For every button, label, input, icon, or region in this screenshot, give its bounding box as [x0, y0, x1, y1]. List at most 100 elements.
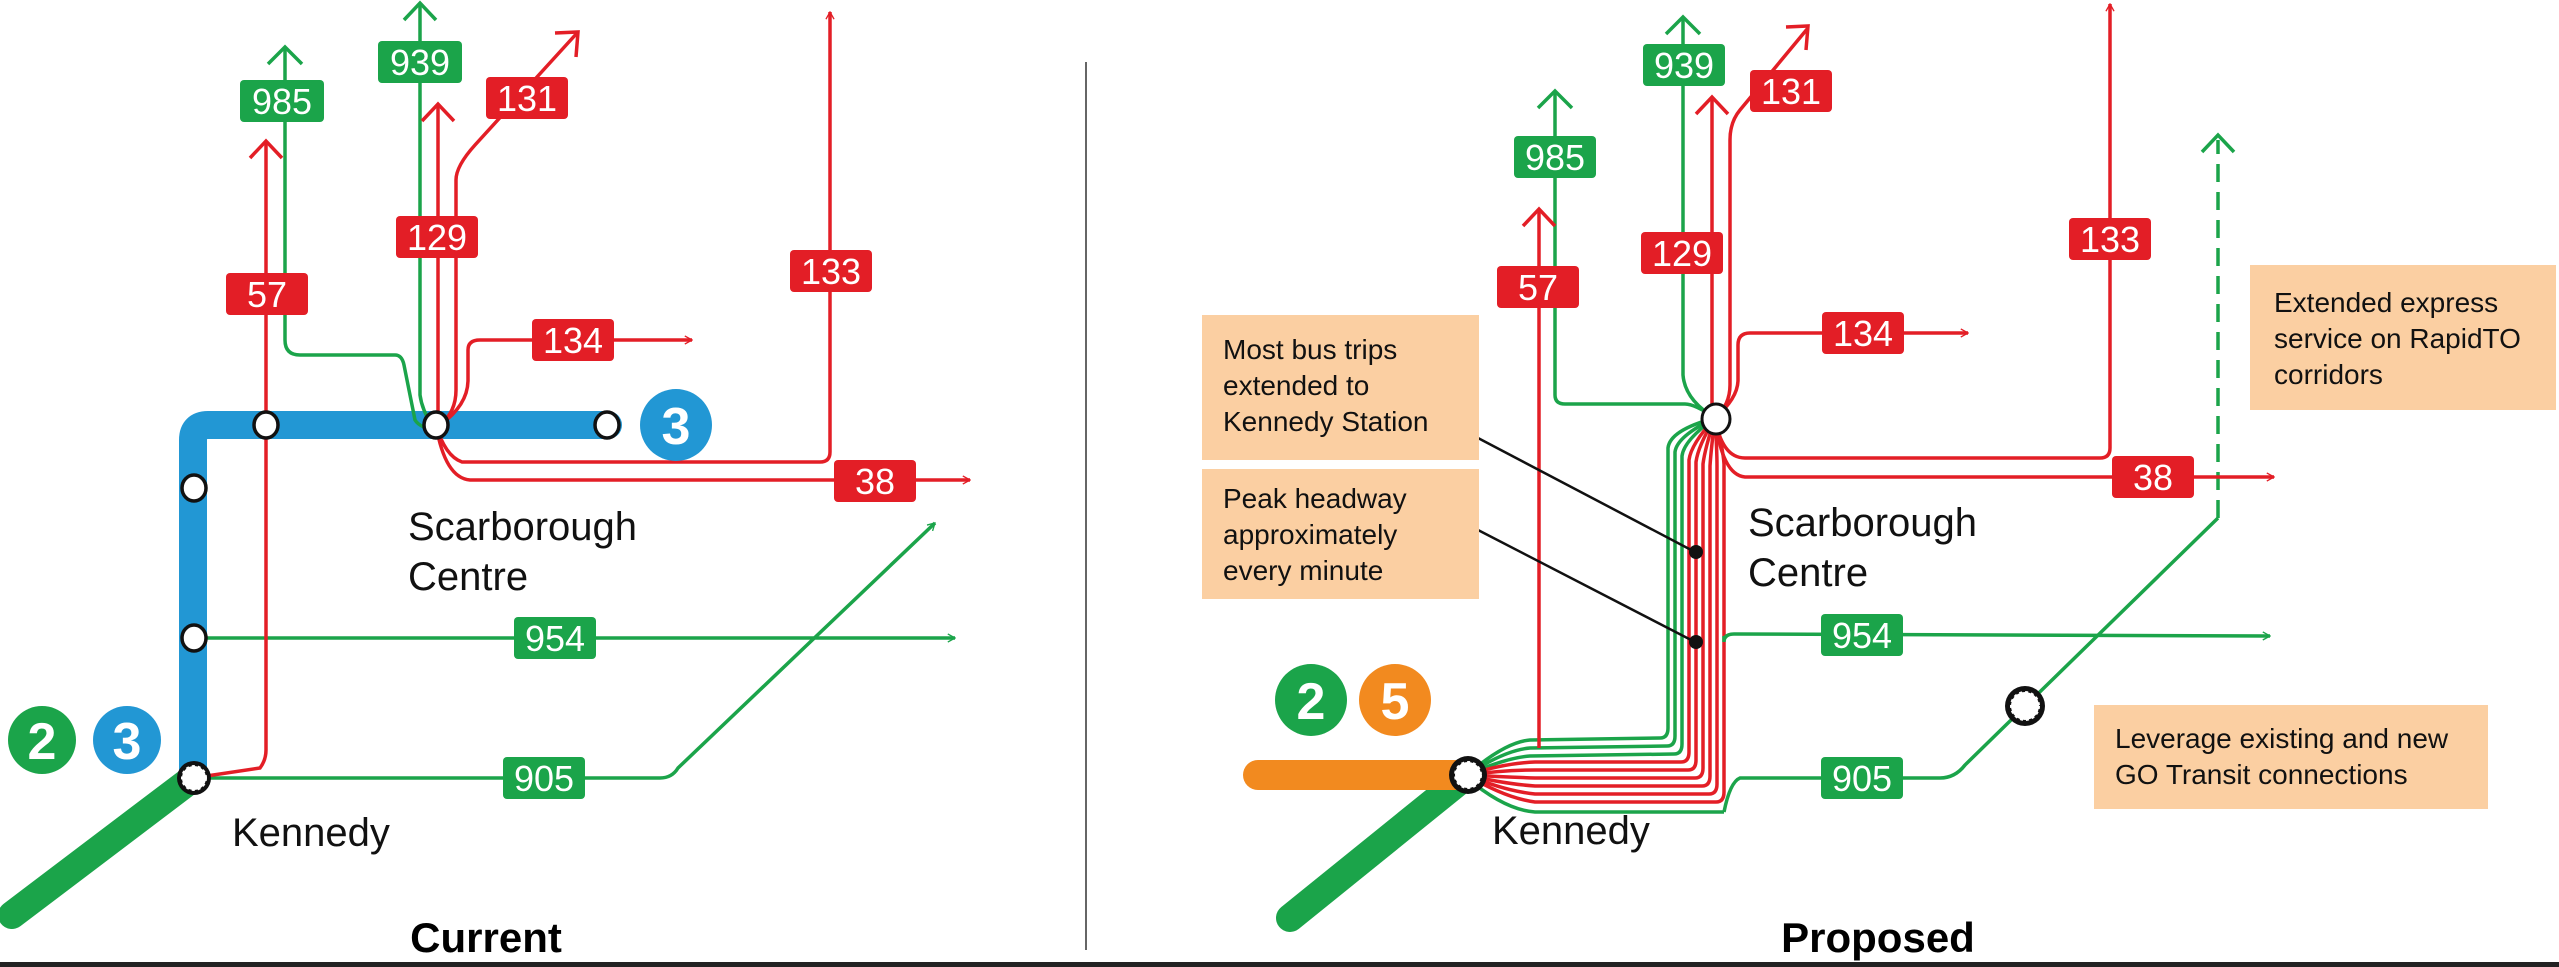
- route-label-954[interactable]: 954: [1821, 614, 1903, 656]
- route-label-905[interactable]: 905: [503, 757, 585, 799]
- route-label-939[interactable]: 939: [378, 41, 462, 83]
- route-number: 131: [497, 78, 557, 119]
- route-label-133[interactable]: 133: [790, 250, 872, 292]
- route-number: 954: [525, 618, 585, 659]
- route-label-939[interactable]: 939: [1643, 44, 1725, 86]
- route-label-38[interactable]: 38: [2112, 456, 2194, 498]
- route-label-57[interactable]: 57: [1497, 266, 1579, 308]
- route-57-current-path: [192, 142, 268, 780]
- arrow-up-icon: [266, 44, 304, 66]
- note-line: Extended express: [2274, 287, 2498, 318]
- note-line: every minute: [1223, 555, 1383, 586]
- route-905-current-path: [193, 521, 937, 780]
- note-line: corridors: [2274, 359, 2383, 390]
- route-number: 133: [801, 251, 861, 292]
- route-985-current-path: [283, 48, 437, 432]
- route-label-985[interactable]: 985: [1514, 136, 1596, 178]
- note-line: service on RapidTO: [2274, 323, 2521, 354]
- arrow-diagonal-icon: [1785, 24, 1810, 51]
- station-marker-scarborough-centre[interactable]: [422, 410, 450, 440]
- interchange-station-kennedy-proposed[interactable]: [1449, 756, 1487, 794]
- panel-title-proposed: Proposed: [1781, 914, 1975, 961]
- line-badge-2: 2: [1275, 664, 1347, 736]
- route-number: 57: [247, 274, 287, 315]
- place-label-scarborough: Scarborough: [1748, 501, 1977, 545]
- route-label-129[interactable]: 129: [1641, 232, 1723, 274]
- arrow-up-icon: [1694, 94, 1730, 116]
- route-label-57[interactable]: 57: [226, 273, 308, 315]
- arrow-up-icon: [402, 0, 438, 22]
- station-marker[interactable]: [593, 410, 621, 440]
- callout-leader-line: [1477, 528, 1696, 644]
- place-label-scarborough: Scarborough: [408, 505, 637, 549]
- route-number: 985: [1525, 137, 1585, 178]
- note-peak-headway: Peak headway approximately every minute: [1202, 469, 1479, 599]
- route-number: 133: [2080, 219, 2140, 260]
- badge-number: 5: [1381, 673, 1410, 731]
- line3-srt-current: [179, 411, 622, 792]
- interchange-station-kennedy-current[interactable]: [177, 761, 211, 795]
- route-label-133[interactable]: 133: [2069, 218, 2151, 260]
- proposed-panel: 939 131 985 129 57 133 134 38: [1202, 4, 2556, 961]
- line-badge-3-terminus: 3: [640, 389, 712, 461]
- route-905-proposed-path: [1722, 516, 2220, 813]
- station-marker-scarborough-centre[interactable]: [1700, 402, 1732, 436]
- route-label-129[interactable]: 129: [396, 216, 478, 258]
- route-number: 939: [390, 42, 450, 83]
- arrow-diagonal-icon: [554, 30, 580, 58]
- line2-subway-current: [0, 764, 207, 929]
- route-number: 905: [1832, 758, 1892, 799]
- station-marker[interactable]: [252, 410, 280, 440]
- station-marker[interactable]: [180, 623, 208, 653]
- route-133-current-path: [434, 12, 830, 464]
- note-line: extended to: [1223, 370, 1369, 401]
- route-label-954[interactable]: 954: [514, 617, 596, 659]
- route-number: 134: [1833, 313, 1893, 354]
- note-line: Leverage existing and new: [2115, 723, 2449, 754]
- note-line: Most bus trips: [1223, 334, 1397, 365]
- route-label-131[interactable]: 131: [1750, 70, 1832, 112]
- note-line: approximately: [1223, 519, 1397, 550]
- route-number: 905: [514, 758, 574, 799]
- note-line: Peak headway: [1223, 483, 1407, 514]
- route-133-proposed-path: [1713, 4, 2110, 460]
- route-number: 939: [1654, 45, 1714, 86]
- note-express-rapidto: Extended express service on RapidTO corr…: [2250, 265, 2556, 410]
- arrow-up-icon: [1664, 14, 1702, 36]
- note-line: Kennedy Station: [1223, 406, 1429, 437]
- route-number: 954: [1832, 615, 1892, 656]
- go-station-marker[interactable]: [2005, 686, 2045, 726]
- route-number: 38: [855, 461, 895, 502]
- route-number: 57: [1518, 267, 1558, 308]
- route-131-current-path: [438, 30, 580, 427]
- place-label-kennedy: Kennedy: [1492, 809, 1650, 853]
- line-badge-3: 3: [93, 706, 161, 774]
- note-go-transit: Leverage existing and new GO Transit con…: [2094, 705, 2488, 809]
- arrow-up-icon: [420, 101, 456, 123]
- line2-subway-proposed: [1276, 761, 1481, 932]
- badge-number: 3: [113, 713, 142, 771]
- route-label-134[interactable]: 134: [1822, 312, 1904, 354]
- callout-leader-line: [1477, 436, 1696, 554]
- callout-point: [1689, 635, 1703, 649]
- callout-point: [1689, 545, 1703, 559]
- badge-number: 3: [662, 398, 691, 456]
- route-134-current-path: [438, 340, 692, 427]
- route-954-proposed-path: [1722, 634, 2270, 643]
- arrow-up-icon: [1536, 88, 1574, 110]
- route-label-38[interactable]: 38: [834, 460, 916, 502]
- route-number: 129: [1652, 233, 1712, 274]
- station-marker[interactable]: [180, 473, 208, 503]
- panel-title-current: Current: [410, 914, 562, 961]
- line-badge-5: 5: [1359, 664, 1431, 736]
- route-label-134[interactable]: 134: [532, 319, 614, 361]
- route-number: 985: [252, 81, 312, 122]
- route-label-131[interactable]: 131: [486, 77, 568, 119]
- place-label-kennedy: Kennedy: [232, 811, 390, 855]
- route-label-905[interactable]: 905: [1821, 757, 1903, 799]
- route-label-985[interactable]: 985: [240, 80, 324, 122]
- route-bundle-kennedy-to-scarborough: [1465, 416, 1726, 814]
- place-label-centre: Centre: [1748, 551, 1868, 595]
- route-number: 134: [543, 320, 603, 361]
